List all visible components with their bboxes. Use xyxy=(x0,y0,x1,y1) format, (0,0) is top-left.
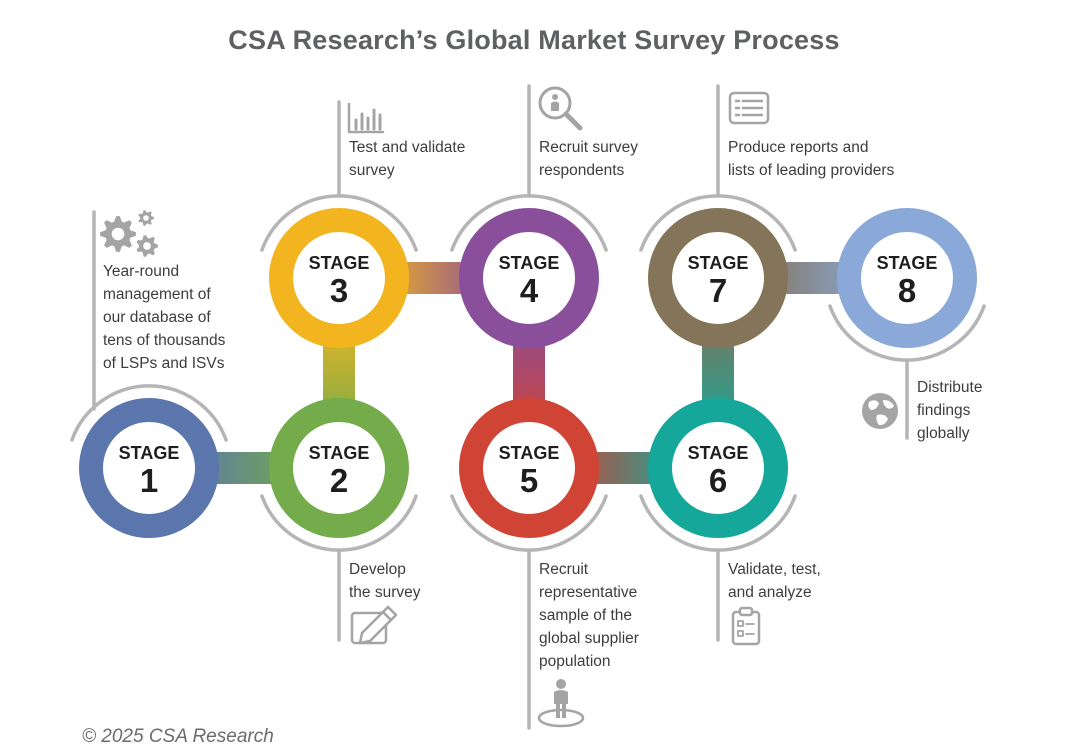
stage-2-number: 2 xyxy=(330,462,348,499)
clipboard-icon xyxy=(731,606,761,646)
stage-1-label: STAGE xyxy=(119,443,180,463)
bar-chart-icon xyxy=(347,102,385,134)
stage-5-number: 5 xyxy=(520,462,538,499)
stage-8-ring xyxy=(837,208,977,348)
leader-lines xyxy=(70,84,986,730)
stage-8-description: Distribute findings globally xyxy=(917,379,983,442)
stage-7-ring xyxy=(648,208,788,348)
stage-3-description: Test and validate survey xyxy=(349,139,466,179)
stage-4-number: 4 xyxy=(520,272,539,309)
edit-form-icon xyxy=(350,605,398,645)
person-target-icon xyxy=(537,679,585,728)
stage-1-number: 1 xyxy=(140,462,158,499)
copyright-notice: © 2025 CSA Research xyxy=(82,726,274,747)
stage-6-number: 6 xyxy=(709,462,727,499)
stage-7-description: Produce reports and lists of leading pro… xyxy=(728,139,895,179)
stage-7-label: STAGE xyxy=(688,253,749,273)
stage-1-ring xyxy=(79,398,219,538)
stage-6-label: STAGE xyxy=(688,443,749,463)
stage-2-ring xyxy=(269,398,409,538)
stage-5-label: STAGE xyxy=(499,443,560,463)
stage-4-ring xyxy=(459,208,599,348)
stage-3-ring xyxy=(269,208,409,348)
stage-3-number: 3 xyxy=(330,272,348,309)
stage-5-ring xyxy=(459,398,599,538)
stage-4-label: STAGE xyxy=(499,253,560,273)
stage-6-ring xyxy=(648,398,788,538)
stage-5-description: Recruit representative sample of the glo… xyxy=(539,561,639,670)
stage-2-label: STAGE xyxy=(309,443,370,463)
page-title: CSA Research’s Global Market Survey Proc… xyxy=(228,25,840,55)
search-person-icon xyxy=(538,86,583,131)
stage-8-number: 8 xyxy=(898,272,916,309)
report-list-icon xyxy=(728,91,770,125)
gears-icon xyxy=(100,210,158,257)
stage-8-label: STAGE xyxy=(877,253,938,273)
stage-4-description: Recruit survey respondents xyxy=(539,139,639,179)
stage-7-number: 7 xyxy=(709,272,727,309)
stage-1-arc xyxy=(70,384,228,442)
globe-icon xyxy=(862,393,898,429)
stage-2-description: Develop the survey xyxy=(349,561,421,601)
stage-3-label: STAGE xyxy=(309,253,370,273)
stage-6-description: Validate, test, and analyze xyxy=(728,561,821,601)
stage-1-description: Year-round management of our database of… xyxy=(103,263,226,372)
